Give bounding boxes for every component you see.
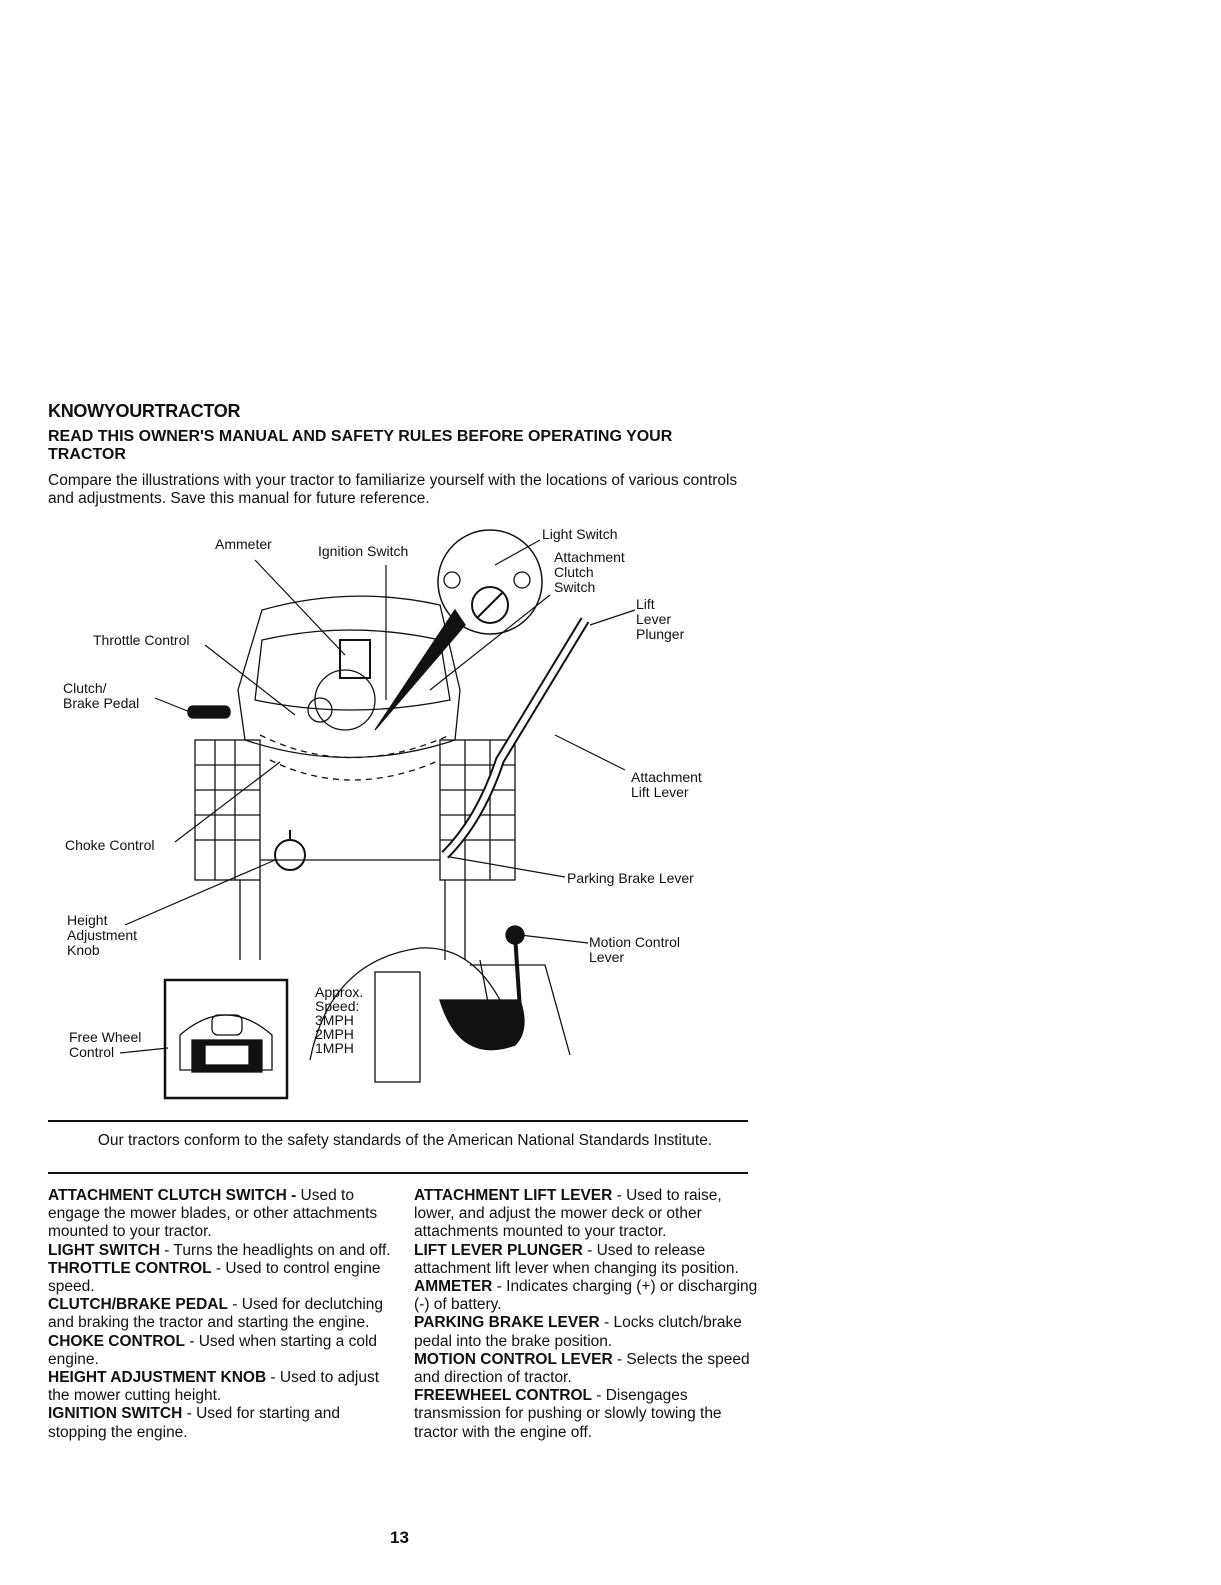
clutch-pedal-shape (187, 705, 231, 719)
body-dashed-line-2 (259, 734, 451, 759)
definition-item: CLUTCH/BRAKE PEDAL - Used for declutchin… (48, 1296, 384, 1332)
definitions-left-column: ATTACHMENT CLUTCH SWITCH - Used to engag… (48, 1187, 393, 1442)
free-wheel-inset (163, 978, 289, 1100)
body-dashed-line (269, 759, 441, 781)
label-light-switch: Light Switch (542, 526, 618, 542)
choke-knob (307, 697, 333, 723)
steering-column (314, 669, 376, 731)
definition-item: HEIGHT ADJUSTMENT KNOB - Used to adjust … (48, 1369, 380, 1405)
label-clutch-brake-pedal: Clutch/ Brake Pedal (63, 680, 140, 711)
speed-2mph: 2MPH (315, 1026, 354, 1042)
height-adjustment-knob-shape (274, 839, 306, 871)
divider-top (48, 1120, 748, 1122)
speed-inset-approx: Approx. (315, 984, 364, 1000)
definition-item: THROTTLE CONTROL - Used to control engin… (48, 1259, 381, 1296)
ammeter-gauge (339, 639, 371, 679)
definition-item: FREEWHEEL CONTROL - Disengages transmiss… (414, 1387, 722, 1441)
definition-item: CHOKE CONTROL - Used when starting a col… (48, 1332, 378, 1368)
label-free-wheel-control: Free Wheel Control (69, 1029, 142, 1060)
page-number: 13 (390, 1528, 409, 1547)
label-throttle-control: Throttle Control (93, 632, 190, 648)
leader-lines (119, 539, 636, 1054)
definitions-right-column: ATTACHMENT LIFT LEVER - Used to raise, l… (414, 1187, 759, 1442)
label-attachment-lift-lever: Attachment Lift Lever (631, 769, 702, 800)
standards-note: Our tractors conform to the safety stand… (97, 1132, 713, 1149)
definition-item: AMMETER - Indicates charging (+) or disc… (414, 1278, 758, 1314)
definition-item: ATTACHMENT LIFT LEVER - Used to raise, l… (414, 1187, 722, 1241)
definition-item: ATTACHMENT CLUTCH SWITCH - Used to engag… (48, 1187, 378, 1241)
label-height-adjustment-knob: Height Adjustment Knob (67, 912, 138, 958)
definition-item: LIGHT SWITCH - Turns the headlights on a… (48, 1241, 391, 1259)
intro-paragraph: Compare the illustrations with your trac… (48, 472, 738, 507)
label-motion-control-lever: Motion Control Lever (589, 934, 681, 965)
label-choke-control: Choke Control (65, 837, 155, 853)
section-title: KNOWYOURTRACTOR (48, 401, 241, 421)
definition-item: LIFT LEVER PLUNGER - Used to release att… (414, 1241, 739, 1277)
speed-1mph: 1MPH (315, 1040, 354, 1056)
label-ignition-switch: Ignition Switch (318, 543, 409, 559)
ignition-pointer (374, 608, 466, 731)
switch-panel-inset (437, 529, 543, 635)
dashboard-outline (237, 595, 461, 759)
warning-heading: READ THIS OWNER'S MANUAL AND SAFETY RULE… (48, 428, 673, 463)
label-ammeter: Ammeter (215, 536, 272, 552)
definition-item: MOTION CONTROL LEVER - Selects the speed… (414, 1350, 750, 1387)
label-parking-brake-lever: Parking Brake Lever (567, 870, 694, 886)
label-lift-lever-plunger: Lift Lever Plunger (636, 596, 685, 642)
speed-selector-arc (309, 947, 501, 1061)
speed-3mph: 3MPH (315, 1012, 354, 1028)
left-wheel-grid (194, 739, 261, 881)
definition-item: PARKING BRAKE LEVER - Locks clutch/brake… (414, 1314, 742, 1350)
speed-inset-speed: Speed: (315, 998, 360, 1014)
definition-item: IGNITION SWITCH - Used for starting and … (48, 1405, 340, 1441)
label-attachment-clutch-switch: Attachment Clutch Switch (554, 549, 625, 595)
divider-bottom (48, 1172, 748, 1174)
